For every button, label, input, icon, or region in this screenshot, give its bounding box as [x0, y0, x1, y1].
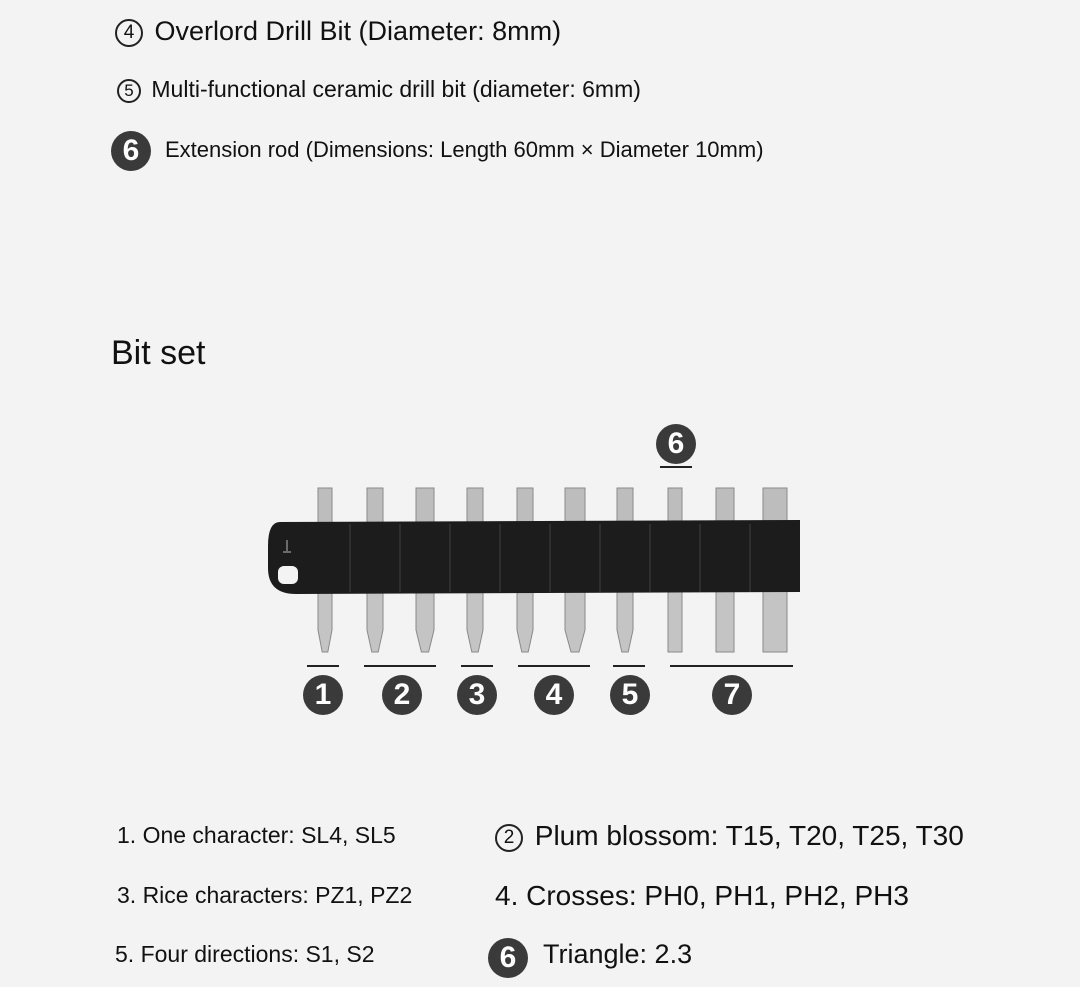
bit-tip-bottom — [317, 589, 333, 653]
legend-item-rice-characters: 3. Rice characters: PZ1, PZ2 — [117, 882, 413, 908]
diagram-label-4: 4 — [534, 675, 574, 715]
section-title: Bit set — [111, 334, 206, 372]
bit-tip-bottom — [415, 589, 435, 653]
hanging-hole — [278, 566, 298, 584]
bit-tip-bottom — [762, 589, 788, 653]
diagram-bracket-5 — [613, 665, 645, 667]
diagram-bracket-6 — [660, 466, 692, 468]
circled-number: 5 — [117, 78, 141, 103]
diagram-bracket-1 — [307, 665, 339, 667]
bit-tip-bottom — [516, 589, 534, 653]
bit-holder-strap — [268, 520, 800, 594]
diagram-label-3: 3 — [457, 675, 497, 715]
list-item-text: Multi-functional ceramic drill bit (diam… — [151, 76, 641, 102]
bit-tip-bottom — [616, 589, 634, 653]
diagram-label-7: 7 — [712, 675, 752, 715]
diagram-label-2: 2 — [382, 675, 422, 715]
diagram-bracket-2 — [364, 665, 436, 667]
circled-number: 2 — [495, 823, 523, 852]
circled-number: 4 — [115, 18, 143, 47]
bit-tip-bottom — [667, 589, 683, 653]
list-item-text: Overlord Drill Bit (Diameter: 8mm) — [154, 16, 562, 46]
legend-item-four-directions: 5. Four directions: S1, S2 — [115, 941, 375, 967]
diagram-label-6: 6 — [656, 424, 696, 464]
diagram-bracket-3 — [461, 665, 493, 667]
diagram-label-5: 5 — [610, 675, 650, 715]
list-item-ceramic-drill-bit: 5 Multi-functional ceramic drill bit (di… — [117, 78, 641, 103]
holder-logo — [283, 540, 291, 553]
bit-tip-bottom — [715, 589, 735, 653]
filled-circle-number: 6 — [488, 938, 528, 978]
list-item-extension-rod: Extension rod (Dimensions: Length 60mm ×… — [165, 137, 764, 162]
bit-tip-bottom — [366, 589, 384, 653]
bit-tip-bottom — [564, 589, 586, 653]
legend-item-one-character: 1. One character: SL4, SL5 — [117, 822, 396, 848]
legend-item-text: Plum blossom: T15, T20, T25, T30 — [534, 820, 964, 851]
diagram-bracket-4 — [518, 665, 590, 667]
diagram-bracket-7 — [670, 665, 793, 667]
diagram-label-1: 1 — [303, 675, 343, 715]
legend-item-triangle: Triangle: 2.3 — [543, 939, 693, 969]
bit-holder-image — [268, 487, 800, 653]
bit-tip-bottom — [466, 589, 484, 653]
legend-item-crosses: 4. Crosses: PH0, PH1, PH2, PH3 — [495, 880, 909, 911]
list-item-overlord-drill-bit: 4 Overlord Drill Bit (Diameter: 8mm) — [115, 18, 561, 47]
filled-circle-number: 6 — [111, 131, 151, 171]
legend-item-plum-blossom: 2 Plum blossom: T15, T20, T25, T30 — [495, 822, 964, 852]
